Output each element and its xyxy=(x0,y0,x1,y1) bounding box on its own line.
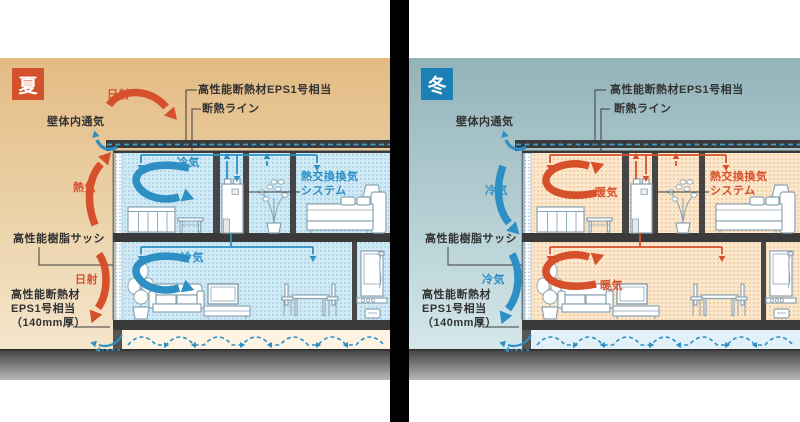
label-resin-sash: 高性能樹脂サッシ xyxy=(13,233,105,245)
summer-house-illustration xyxy=(0,88,390,380)
label-room-air-upper: 暖気 xyxy=(595,187,618,199)
season-badge-winter: 冬 xyxy=(421,68,453,100)
label-insulation-line: 断熱ライン xyxy=(202,103,260,115)
label-insulation-line: 断熱ライン xyxy=(614,103,672,115)
label-heat-exchange-system: 熱交換換気 システム xyxy=(301,171,359,197)
label-room-air-lower: 暖気 xyxy=(600,280,623,292)
label-room-air-lower: 冷気 xyxy=(181,252,204,264)
label-wall-cavity-vent: 壁体内通気 xyxy=(456,116,514,128)
winter-house-illustration xyxy=(409,89,800,380)
label-room-air-upper: 冷気 xyxy=(177,157,200,169)
label-wall-insulation-spec: 高性能断熱材 EPS1号相当 （140mm厚） xyxy=(11,289,86,329)
label-outside-air-lower: 冷気 xyxy=(482,274,505,286)
label-outside-air-lower: 日射 xyxy=(75,274,98,286)
label-outside-air-upper: 冷気 xyxy=(485,185,508,197)
label-wall-cavity-vent: 壁体内通気 xyxy=(47,116,105,128)
label-roof-insulation: 高性能断熱材EPS1号相当 xyxy=(198,84,332,96)
label-outside-air-upper: 熱気 xyxy=(73,182,96,194)
label-heat-exchange-system: 熱交換換気 システム xyxy=(710,171,768,197)
season-badge-summer: 夏 xyxy=(12,68,44,100)
label-resin-sash: 高性能樹脂サッシ xyxy=(425,233,517,245)
winter-panel: 冬 壁体内通気 高性能断熱材EPS1号相当 断熱ライン 冷気 暖気 熱交換換気 … xyxy=(409,58,800,380)
summer-panel: 夏 日射 壁体内通気 高性能断熱材EPS1号相当 断熱ライン 熱気 冷気 熱交換… xyxy=(0,58,390,380)
label-solar-gain-top: 日射 xyxy=(107,89,130,101)
panel-divider xyxy=(390,0,409,422)
label-roof-insulation: 高性能断熱材EPS1号相当 xyxy=(610,84,744,96)
label-wall-insulation-spec: 高性能断熱材 EPS1号相当 （140mm厚） xyxy=(422,289,497,329)
